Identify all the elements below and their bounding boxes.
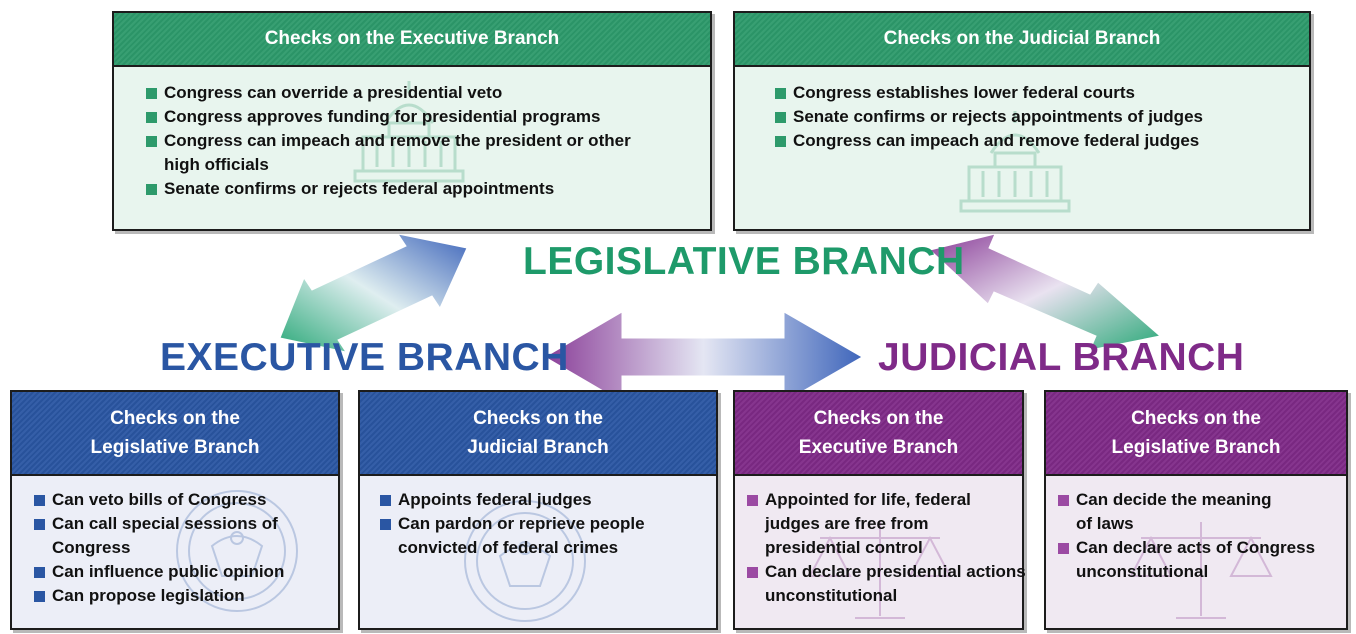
check-list: Appointed for life, federal judges are f… bbox=[747, 488, 1026, 608]
list-item: Can decide the meaning of laws bbox=[1058, 488, 1276, 536]
list-item: Can call special sessions of Congress bbox=[34, 512, 282, 560]
arrow-executive-legislative bbox=[279, 233, 468, 353]
presidential-seal-icon bbox=[464, 500, 586, 622]
presidential-seal-icon bbox=[176, 490, 298, 612]
box-header: Checks on the Legislative Branch bbox=[12, 392, 338, 474]
judicial-branch-title: JUDICIAL BRANCH bbox=[878, 336, 1245, 379]
box-title-line1: Checks on the bbox=[813, 408, 944, 429]
box-title-line1: Checks on the bbox=[473, 408, 603, 429]
list-item: Congress approves funding for presidenti… bbox=[146, 105, 700, 129]
list-item: Congress can impeach and remove the pres… bbox=[146, 129, 664, 177]
list-item: Can veto bills of Congress bbox=[34, 488, 330, 512]
list-item: Appointed for life, federal judges are f… bbox=[747, 488, 1027, 560]
judicial-checks-legislative-box: Checks on the Legislative Branch Can dec… bbox=[1044, 390, 1348, 630]
box-title-line2: Judicial Branch bbox=[467, 437, 609, 458]
executive-checks-judicial-box: Checks on the Judicial Branch Appoints f… bbox=[358, 390, 718, 630]
box-header: Checks on the Executive Branch bbox=[114, 13, 710, 65]
box-header: Checks on the Executive Branch bbox=[735, 392, 1022, 474]
box-title-line1: Checks on the bbox=[110, 408, 240, 429]
legislative-checks-judicial-box: Checks on the Judicial Branch Congress e… bbox=[733, 11, 1311, 231]
check-list: Can decide the meaning of laws Can decla… bbox=[1058, 488, 1340, 584]
executive-branch-title: EXECUTIVE BRANCH bbox=[160, 336, 569, 379]
check-list: Appoints federal judges Can pardon or re… bbox=[380, 488, 708, 560]
box-title-line2: Legislative Branch bbox=[1111, 437, 1281, 458]
list-item: Can propose legislation bbox=[34, 584, 330, 608]
box-title-line1: Checks on the bbox=[1131, 408, 1261, 429]
list-item: Congress establishes lower federal court… bbox=[775, 81, 1299, 105]
box-header: Checks on the Judicial Branch bbox=[735, 13, 1309, 65]
box-title-line2: Executive Branch bbox=[798, 437, 959, 458]
list-item: Senate confirms or rejects federal appoi… bbox=[146, 177, 700, 201]
box-header: Checks on the Judicial Branch bbox=[360, 392, 716, 474]
legislative-checks-executive-box: Checks on the Executive Branch Congress … bbox=[112, 11, 712, 231]
list-item: Senate confirms or rejects appointments … bbox=[775, 105, 1299, 129]
check-list: Congress can override a presidential vet… bbox=[146, 81, 700, 201]
capitol-icon bbox=[959, 111, 1071, 213]
list-item: Can pardon or reprieve people convicted … bbox=[380, 512, 708, 560]
box-title: Checks on the Judicial Branch bbox=[883, 28, 1161, 49]
check-list: Congress establishes lower federal court… bbox=[775, 81, 1299, 153]
legislative-branch-title: LEGISLATIVE BRANCH bbox=[523, 240, 965, 283]
scales-of-justice-icon bbox=[808, 522, 952, 619]
executive-checks-legislative-box: Checks on the Legislative Branch Can vet… bbox=[10, 390, 340, 630]
list-item: Congress can impeach and remove federal … bbox=[775, 129, 1299, 153]
list-item: Can declare acts of Congress unconstitut… bbox=[1058, 536, 1346, 584]
scales-of-justice-icon bbox=[1129, 522, 1273, 619]
arrow-legislative-judicial bbox=[928, 233, 1162, 351]
list-item: Can declare presidential actions unconst… bbox=[747, 560, 1027, 608]
capitol-icon bbox=[353, 81, 465, 183]
box-title-line2: Legislative Branch bbox=[90, 437, 260, 458]
arrow-executive-judicial bbox=[544, 311, 864, 403]
list-item: Congress can override a presidential vet… bbox=[146, 81, 700, 105]
list-item: Can influence public opinion bbox=[34, 560, 330, 584]
box-title: Checks on the Executive Branch bbox=[264, 28, 560, 49]
check-list: Can veto bills of Congress Can call spec… bbox=[34, 488, 330, 608]
judicial-checks-executive-box: Checks on the Executive Branch Appointed… bbox=[733, 390, 1026, 630]
list-item: Appoints federal judges bbox=[380, 488, 708, 512]
box-header: Checks on the Legislative Branch bbox=[1046, 392, 1346, 474]
